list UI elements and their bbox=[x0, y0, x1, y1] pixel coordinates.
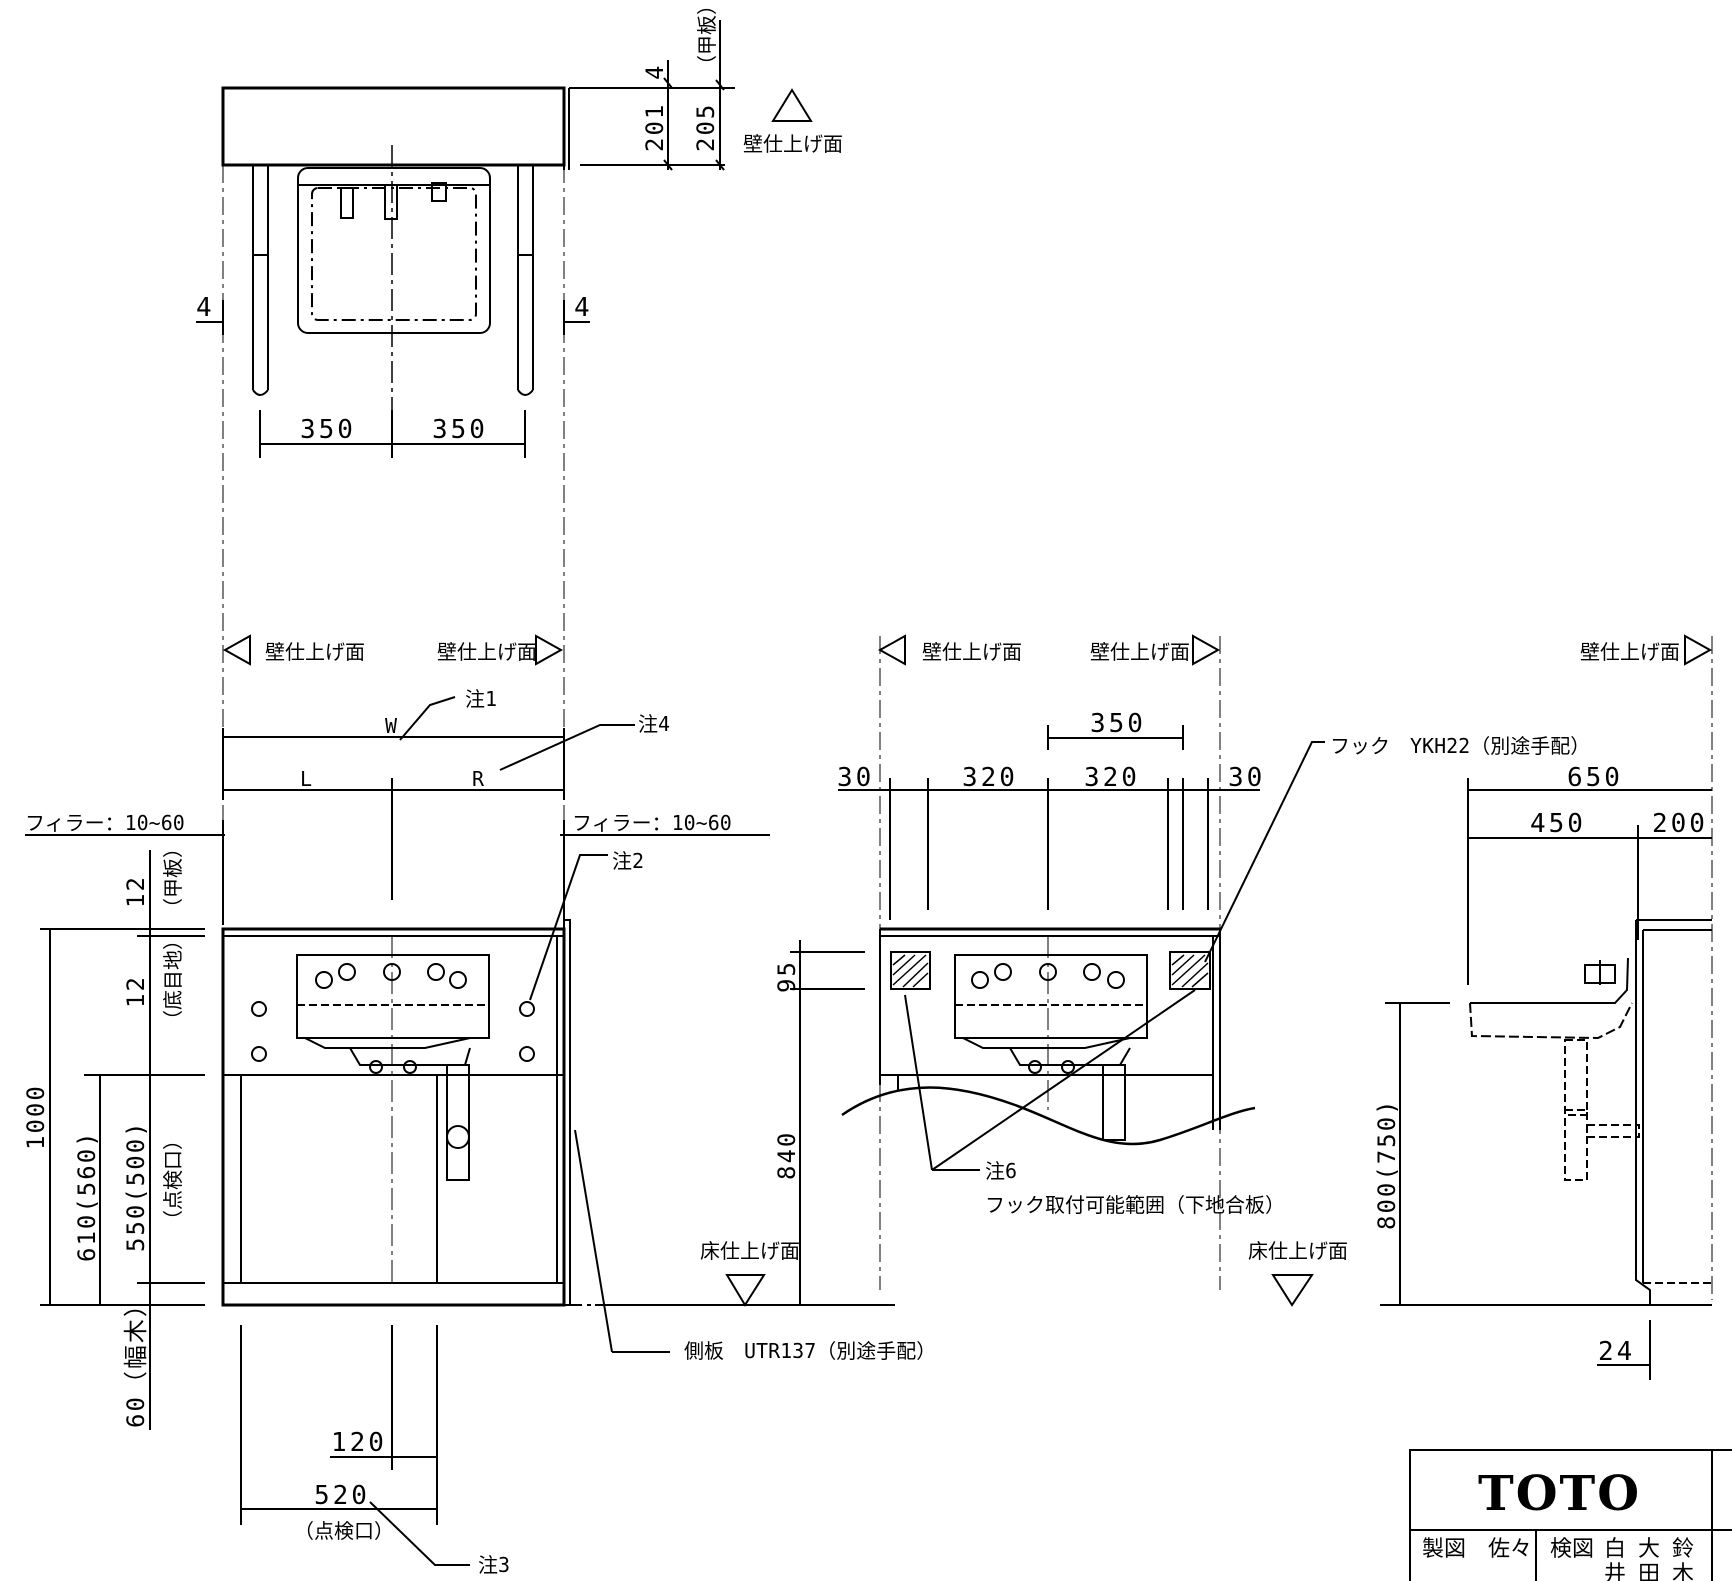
dim-front-12a: 12 bbox=[122, 875, 150, 908]
note-6: 注6 bbox=[985, 1159, 1017, 1183]
dim-plan-4-right: 4 bbox=[574, 293, 593, 323]
dim-front-W: W bbox=[385, 714, 398, 738]
dim-front-kouita: （甲板） bbox=[161, 838, 185, 918]
checked-name-4: 井 bbox=[1604, 1562, 1626, 1581]
checked-name-3: 鈴 bbox=[1672, 1537, 1694, 1562]
dim-top-205: 205 bbox=[692, 103, 720, 152]
dim-mid-30-left: 30 bbox=[837, 763, 874, 793]
note-4: 注4 bbox=[638, 712, 670, 736]
side-view bbox=[1271, 634, 1713, 1380]
dim-front-12b: 12 bbox=[122, 975, 150, 1008]
dim-front-550-500: 550(500) bbox=[122, 1120, 150, 1252]
checked-name-2: 大 bbox=[1638, 1537, 1660, 1562]
note-2: 注2 bbox=[612, 849, 644, 873]
drawn-label: 製図 bbox=[1422, 1537, 1466, 1562]
mid-wall-finish-right: 壁仕上げ面 bbox=[1090, 640, 1190, 664]
dim-mid-30-right: 30 bbox=[1228, 763, 1265, 793]
title-block bbox=[1409, 1449, 1732, 1581]
note-1: 注1 bbox=[465, 687, 497, 711]
front-wall-finish-right: 壁仕上げ面 bbox=[437, 640, 537, 664]
checked-name-6: 木 bbox=[1672, 1562, 1694, 1581]
mid-wall-finish-left: 壁仕上げ面 bbox=[922, 640, 1022, 664]
dim-front-L: L bbox=[300, 767, 312, 791]
dim-front-1000: 1000 bbox=[22, 1084, 50, 1150]
dim-side-24: 24 bbox=[1598, 1337, 1635, 1367]
dim-front-120: 120 bbox=[331, 1428, 387, 1458]
dim-side-800-750: 800(750) bbox=[1373, 1098, 1401, 1230]
dim-top-4: 4 bbox=[641, 64, 669, 80]
drawn-name: 佐々 bbox=[1488, 1537, 1532, 1562]
dim-mid-840: 840 bbox=[773, 1131, 801, 1180]
checked-name-1: 白 bbox=[1604, 1537, 1626, 1562]
floor-finish-mid: 床仕上げ面 bbox=[1248, 1239, 1348, 1263]
hook-label: フック YKH22（別途手配） bbox=[1330, 734, 1590, 758]
dim-front-tenken: （点検口） bbox=[294, 1519, 394, 1543]
dim-mid-320-left: 320 bbox=[962, 763, 1018, 793]
checked-name-5: 田 bbox=[1638, 1562, 1660, 1581]
hook-range-label: フック取付可能範囲（下地合板） bbox=[985, 1193, 1285, 1217]
plan-wall-finish: 壁仕上げ面 bbox=[743, 132, 843, 156]
dim-front-610-560: 610(560) bbox=[73, 1130, 101, 1262]
dim-mid-350: 350 bbox=[1090, 709, 1146, 739]
floor-finish-front: 床仕上げ面 bbox=[700, 1239, 800, 1263]
dim-top-kouita: （甲板） bbox=[695, 0, 719, 75]
dim-front-tenken-v: （点検口） bbox=[161, 1130, 185, 1230]
toto-logo: TOTO bbox=[1478, 1466, 1641, 1522]
dim-mid-95: 95 bbox=[773, 960, 801, 993]
dim-front-60-haba: 60（幅木） bbox=[122, 1291, 150, 1428]
dim-plan-350-left: 350 bbox=[300, 415, 356, 445]
side-wall-finish: 壁仕上げ面 bbox=[1580, 640, 1680, 664]
filler-right: フィラー：10~60 bbox=[572, 811, 732, 835]
dim-front-R: R bbox=[472, 767, 485, 791]
plan-view bbox=[196, 20, 813, 900]
front-view bbox=[25, 634, 895, 1566]
dim-front-sokomeji: （底目地） bbox=[161, 930, 185, 1030]
rear-view bbox=[595, 634, 1325, 1307]
dim-plan-4-left: 4 bbox=[196, 293, 215, 323]
dim-side-650: 650 bbox=[1567, 763, 1623, 793]
note-3: 注3 bbox=[478, 1553, 510, 1577]
checked-label: 検図 bbox=[1550, 1537, 1594, 1562]
dim-top-201: 201 bbox=[641, 103, 669, 152]
side-panel-label: 側板 UTR137（別途手配） bbox=[684, 1339, 936, 1363]
front-wall-finish-left: 壁仕上げ面 bbox=[265, 640, 365, 664]
dim-plan-350-right: 350 bbox=[432, 415, 488, 445]
dim-front-520: 520 bbox=[314, 1481, 370, 1511]
dim-mid-320-right: 320 bbox=[1084, 763, 1140, 793]
dim-side-200: 200 bbox=[1652, 809, 1708, 839]
dim-side-450: 450 bbox=[1530, 809, 1586, 839]
filler-left: フィラー：10~60 bbox=[25, 811, 185, 835]
